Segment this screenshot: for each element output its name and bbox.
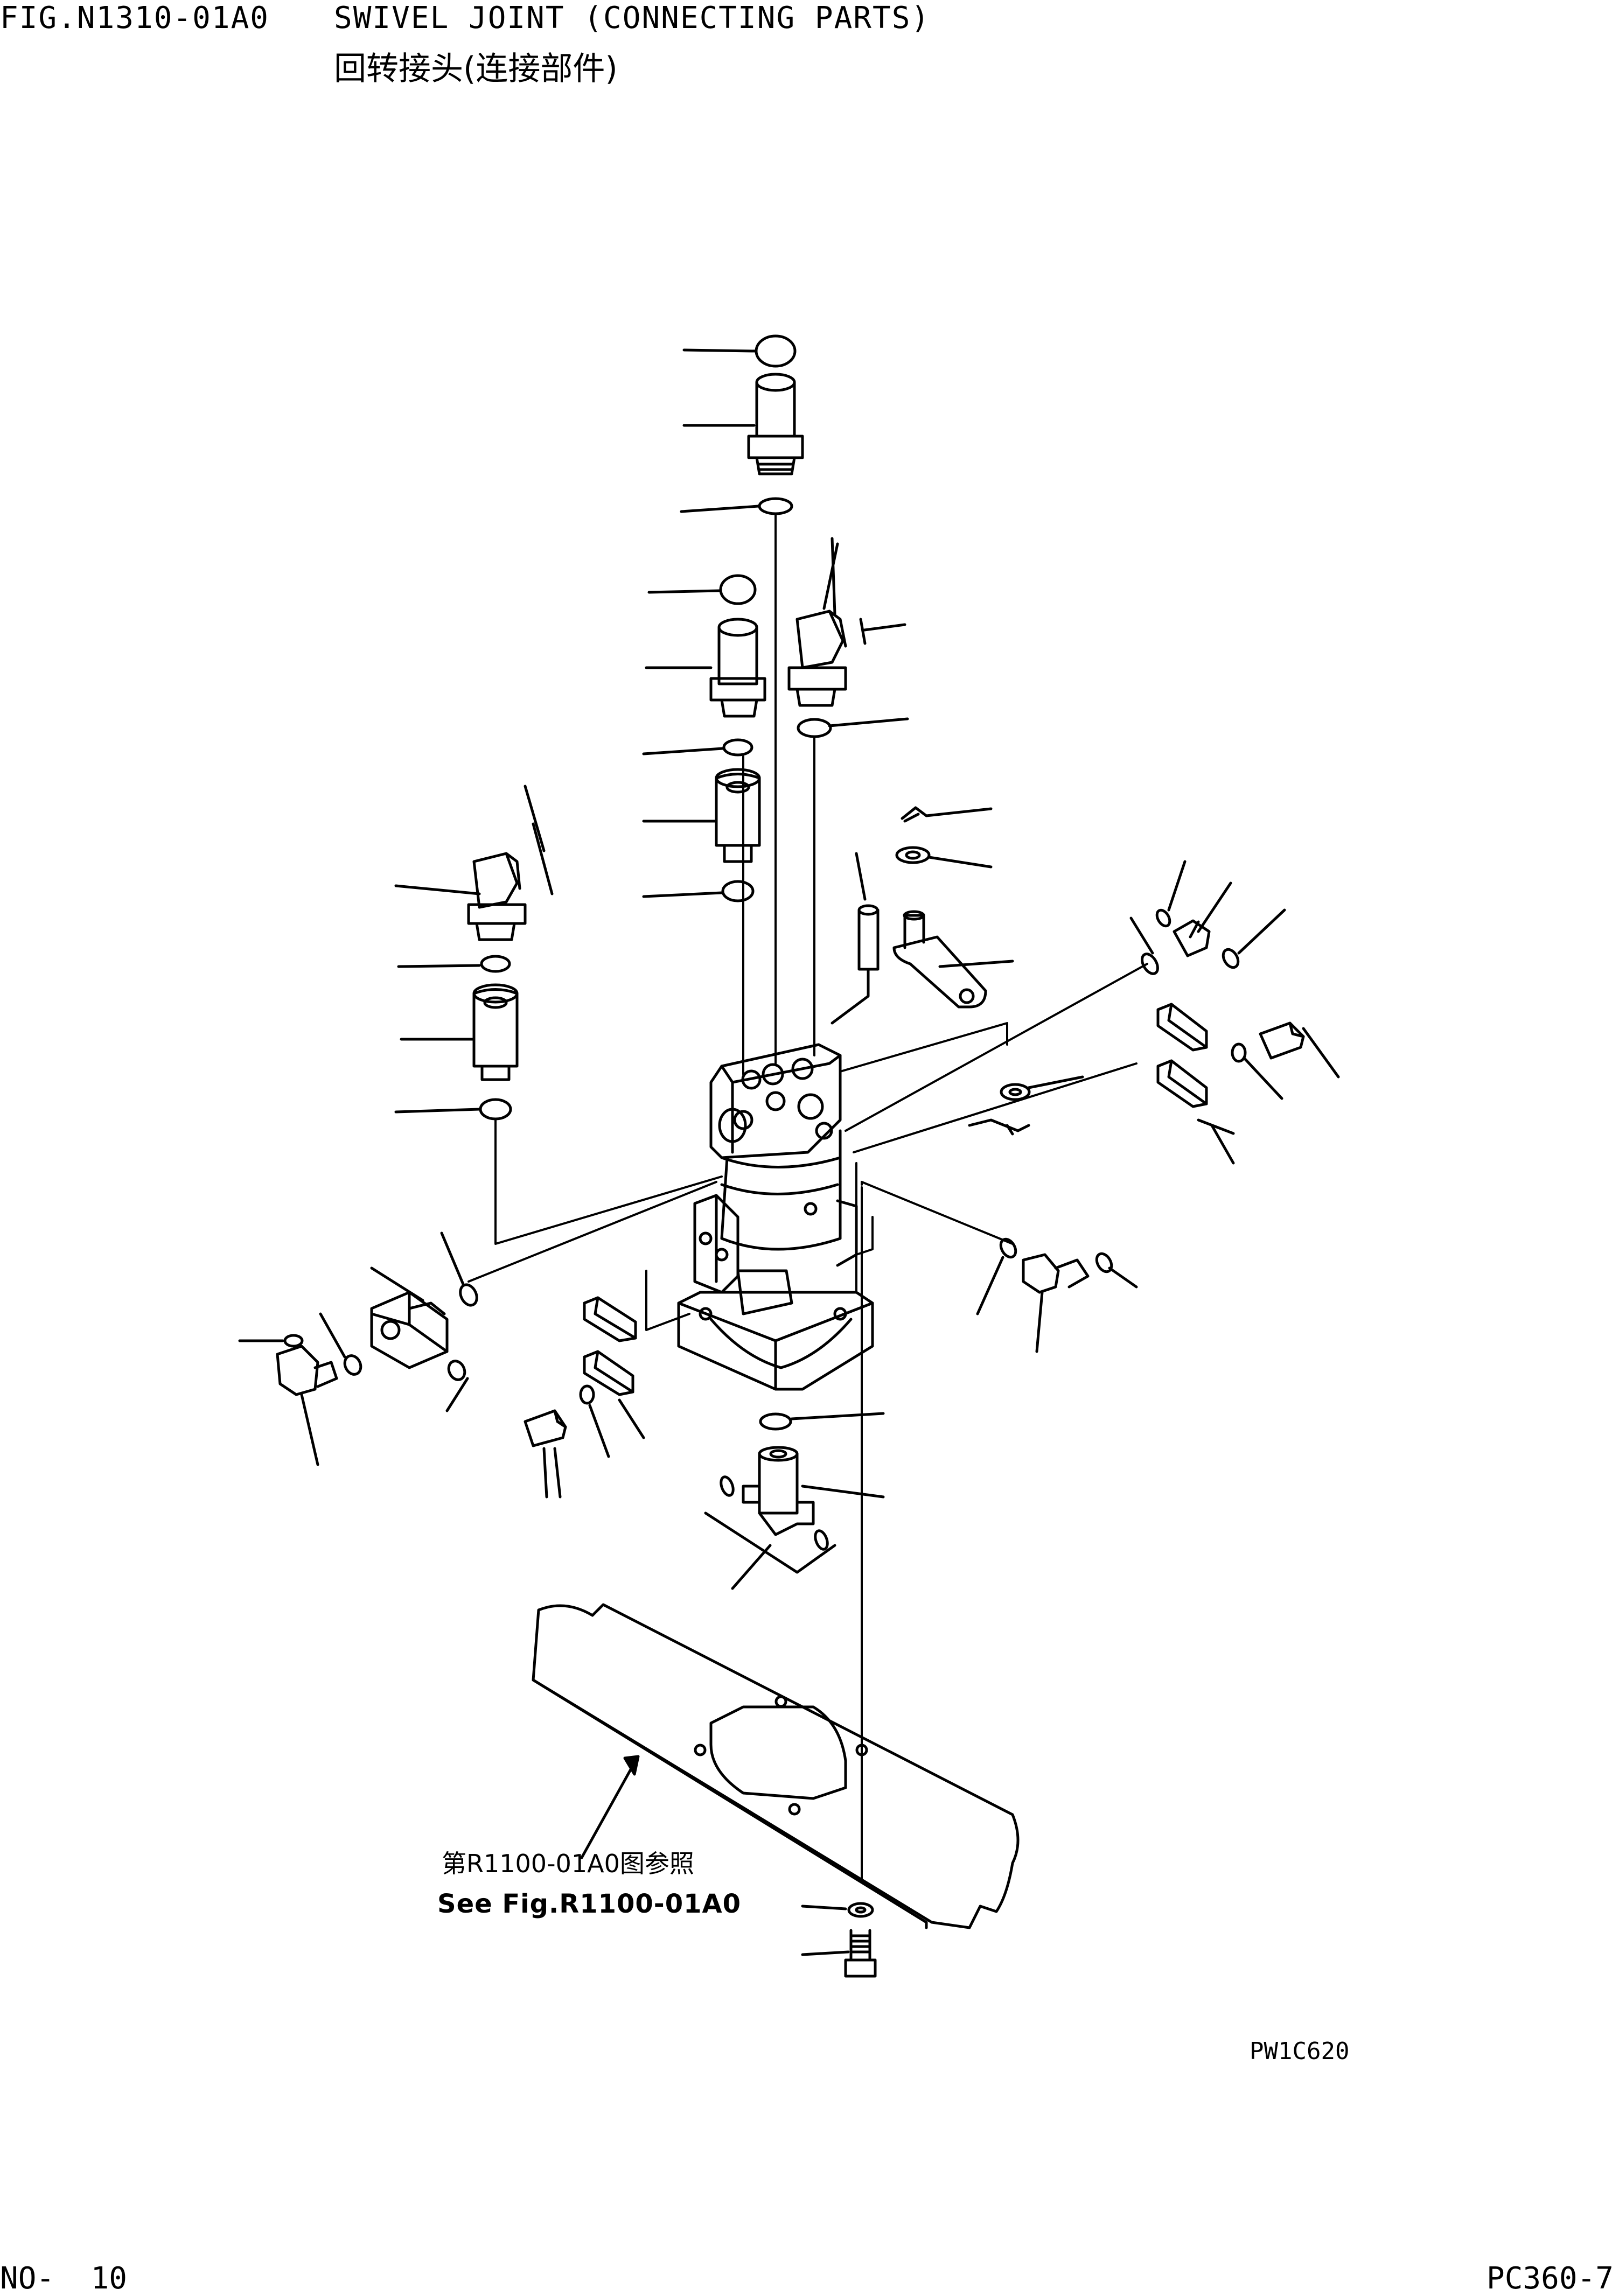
title-english: SWIVEL JOINT (CONNECTING PARTS) <box>334 1 931 36</box>
lock-plate-and-pin <box>832 808 1013 1023</box>
left-side-fittings <box>240 1233 644 1497</box>
reference-note-chinese: 第R1100-01A0图参照 <box>442 1849 694 1878</box>
assembly-center-lines <box>469 514 1147 1879</box>
figure-number: FIG.N1310-01A0 <box>0 1 270 36</box>
second-plug-assembly <box>644 576 765 901</box>
reference-note-english: See Fig.R1100-01A0 <box>437 1889 742 1919</box>
left-elbow-fitting <box>396 786 552 1119</box>
swivel-joint-body <box>679 1045 873 1389</box>
top-plug-assembly <box>681 336 802 514</box>
drawing-code: PW1C620 <box>1250 2038 1350 2065</box>
bottom-check-valve <box>706 1413 883 1588</box>
bottom-bolt <box>802 1903 875 1976</box>
page-number: NO- 10 <box>0 2261 128 2296</box>
machine-model: PC360-7 <box>1486 2261 1614 2296</box>
title-chinese: 回转接头(连接部件) <box>334 50 618 88</box>
right-side-fittings <box>969 862 1338 1352</box>
right-elbow-fitting-top <box>789 538 908 737</box>
support-plate <box>533 1605 1018 1928</box>
